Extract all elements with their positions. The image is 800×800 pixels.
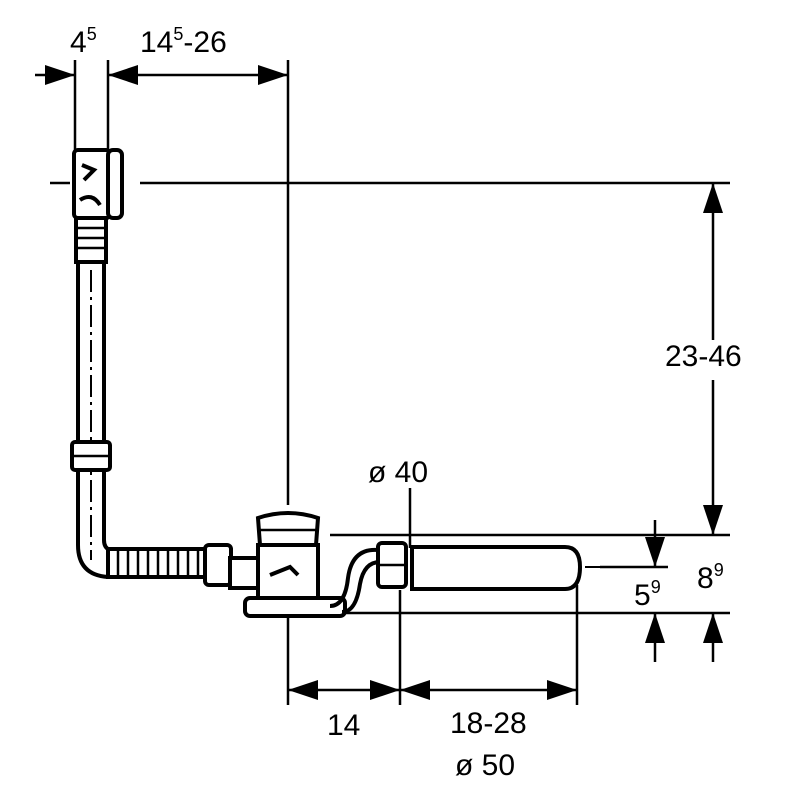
overflow-pipe [76, 260, 112, 579]
extension-lines [50, 60, 730, 705]
dim-total-height: 89 [697, 560, 724, 595]
drain-base [243, 596, 347, 618]
dim-drain-to-outlet: 14 [327, 709, 360, 742]
hose-nut [203, 543, 233, 587]
dim-height-range: 23-46 [665, 340, 742, 373]
overflow-cover [106, 148, 124, 220]
dim-outlet-length: 18-28 [450, 707, 527, 740]
outlet-pipe [410, 545, 583, 591]
overflow-corrugation [74, 216, 108, 264]
dim-outlet-diameter: ø 40 [368, 456, 428, 489]
dim-overflow-offset: 145-26 [140, 24, 227, 59]
dim-overflow-pipe-width: 45 [70, 24, 97, 59]
drain-body [256, 543, 320, 605]
dimension-arrows [35, 65, 723, 700]
dim-outlet-height: 59 [634, 577, 661, 612]
dim-pipe-diameter: ø 50 [455, 749, 515, 782]
pipework [70, 148, 583, 618]
overflow-body [72, 148, 112, 220]
